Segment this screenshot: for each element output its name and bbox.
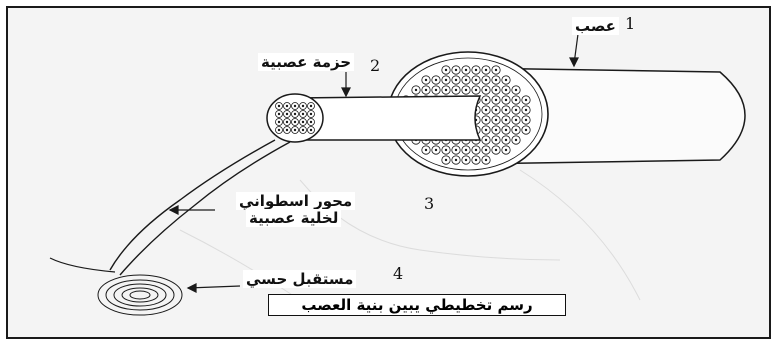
fiber-core <box>505 79 507 81</box>
sensory-receptor <box>98 275 182 315</box>
fiber-core <box>485 149 487 151</box>
fiber-core <box>505 129 507 131</box>
fiber-core <box>485 69 487 71</box>
fiber-core <box>435 149 437 151</box>
fiber-core <box>475 79 477 81</box>
axon-branch <box>50 258 115 272</box>
bundle-cross-section <box>267 94 323 142</box>
fiber-core <box>505 119 507 121</box>
fiber-core <box>495 139 497 141</box>
fiber-core <box>310 113 312 115</box>
fiber-core <box>475 89 477 91</box>
diagram-caption: رسم تخطيطي يبين بنية العصب <box>268 294 566 316</box>
nerve-number: 1 <box>625 14 635 33</box>
fiber-core <box>505 99 507 101</box>
fiber-core <box>515 129 517 131</box>
fiber-core <box>495 149 497 151</box>
fiber-core <box>465 89 467 91</box>
fiber-core <box>445 89 447 91</box>
fiber-core <box>485 139 487 141</box>
fiber-core <box>286 105 288 107</box>
fiber-core <box>425 79 427 81</box>
fiber-core <box>505 109 507 111</box>
fiber-core <box>278 129 280 131</box>
fiber-core <box>495 129 497 131</box>
axon-number: 3 <box>424 194 434 213</box>
fiber-core <box>455 69 457 71</box>
fiber-core <box>515 109 517 111</box>
fiber-core <box>495 89 497 91</box>
fiber-core <box>310 129 312 131</box>
fiber-core <box>485 109 487 111</box>
fiber-core <box>515 139 517 141</box>
fiber-core <box>302 105 304 107</box>
fiber-core <box>278 105 280 107</box>
fiber-core <box>475 159 477 161</box>
fiber-core <box>485 99 487 101</box>
fiber-core <box>525 119 527 121</box>
fiber-core <box>455 149 457 151</box>
axon-label-line1: محور اسطواني <box>236 192 355 210</box>
fiber-core <box>485 79 487 81</box>
fiber-core <box>294 105 296 107</box>
fiber-core <box>302 113 304 115</box>
fiber-core <box>495 79 497 81</box>
fiber-core <box>302 129 304 131</box>
bundle-number: 2 <box>370 56 380 75</box>
fiber-core <box>505 139 507 141</box>
fiber-core <box>525 109 527 111</box>
axon-label-line2: لخلية عصبية <box>246 209 341 227</box>
fiber-core <box>495 69 497 71</box>
fiber-core <box>505 89 507 91</box>
fiber-core <box>294 113 296 115</box>
fiber-core <box>505 149 507 151</box>
fiber-core <box>310 105 312 107</box>
fiber-core <box>485 159 487 161</box>
bundle-label: حزمة عصبية <box>258 53 354 71</box>
receptor-number: 4 <box>393 264 403 283</box>
fiber-core <box>465 79 467 81</box>
fiber-core <box>475 149 477 151</box>
fiber-core <box>485 129 487 131</box>
fiber-core <box>286 113 288 115</box>
fiber-core <box>465 149 467 151</box>
fiber-core <box>485 119 487 121</box>
fiber-core <box>310 121 312 123</box>
fiber-core <box>465 69 467 71</box>
receptor-label: مستقبل حسي <box>243 270 356 288</box>
fiber-core <box>485 89 487 91</box>
fiber-core <box>286 129 288 131</box>
fiber-core <box>525 99 527 101</box>
fiber-core <box>445 149 447 151</box>
fiber-core <box>515 89 517 91</box>
fiber-core <box>435 79 437 81</box>
fiber-core <box>278 113 280 115</box>
fiber-core <box>455 159 457 161</box>
fiber-core <box>515 99 517 101</box>
fiber-core <box>475 69 477 71</box>
nerve-label: عصب <box>572 17 619 35</box>
fiber-core <box>495 109 497 111</box>
fiber-core <box>294 129 296 131</box>
fiber-core <box>445 69 447 71</box>
fiber-core <box>425 89 427 91</box>
fiber-core <box>525 129 527 131</box>
fiber-core <box>515 119 517 121</box>
fiber-core <box>435 89 437 91</box>
fiber-core <box>445 159 447 161</box>
fiber-core <box>465 159 467 161</box>
fiber-core <box>302 121 304 123</box>
fiber-core <box>445 79 447 81</box>
fiber-core <box>425 149 427 151</box>
fiber-core <box>278 121 280 123</box>
fiber-core <box>495 119 497 121</box>
fiber-core <box>495 99 497 101</box>
fiber-core <box>294 121 296 123</box>
fiber-core <box>455 89 457 91</box>
fiber-core <box>415 89 417 91</box>
fiber-core <box>455 79 457 81</box>
fiber-core <box>286 121 288 123</box>
